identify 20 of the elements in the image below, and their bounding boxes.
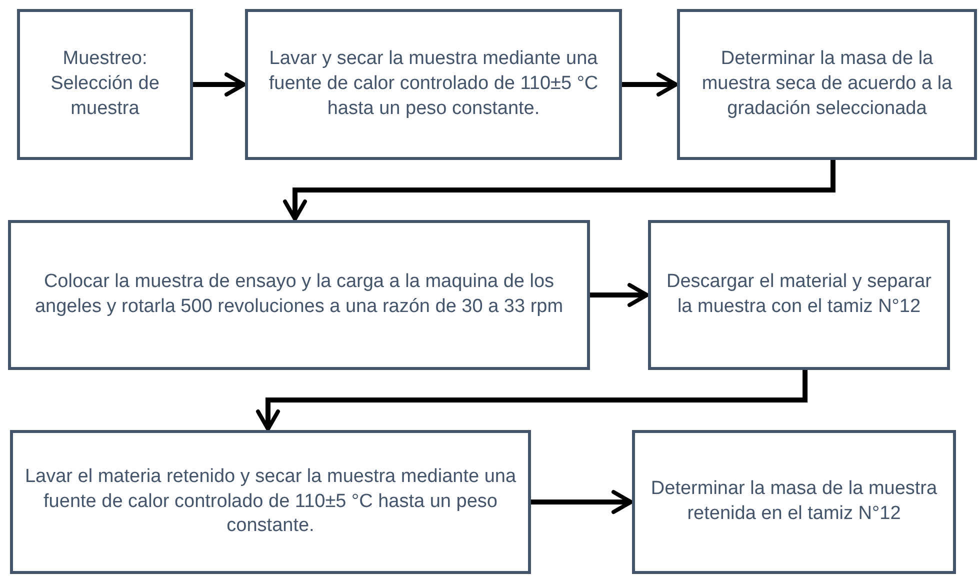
process-box xyxy=(677,9,977,160)
arrow xyxy=(590,283,649,307)
arrow xyxy=(193,72,246,96)
process-box xyxy=(648,220,950,370)
step-text: Determinar la masa de la muestra seca de acuerdo a la gradación seleccionada xyxy=(700,47,954,121)
process-box xyxy=(8,220,590,370)
arrow xyxy=(256,370,808,431)
step-text: Determinar la masa de la muestra retenida en el tamiz N°12 xyxy=(650,477,938,526)
process-box xyxy=(17,9,193,160)
step-text: Lavar y secar la muestra mediante una fuente de calor controlado de 110±5 °C hasta un peso constante. xyxy=(268,47,600,121)
step-text: Colocar la muestra de ensayo y la carga a la maquina de los angeles y rotarla 500 revoluciones a una razón de 30 a 33 rpm xyxy=(34,270,564,319)
process-box xyxy=(245,9,622,160)
process-box xyxy=(632,430,956,574)
step-text: Muestreo: Selección de muestra xyxy=(50,47,160,121)
arrow xyxy=(283,160,836,221)
step-text: Lavar el materia retenido y secar la muestra mediante una fuente de calor controlado de 110±5 °C hasta un peso constante. xyxy=(24,464,518,538)
arrow xyxy=(622,72,678,96)
arrow xyxy=(531,490,633,514)
process-box xyxy=(10,430,531,574)
step-text: Descargar el material y separar la muestra con el tamiz N°12 xyxy=(665,270,933,319)
